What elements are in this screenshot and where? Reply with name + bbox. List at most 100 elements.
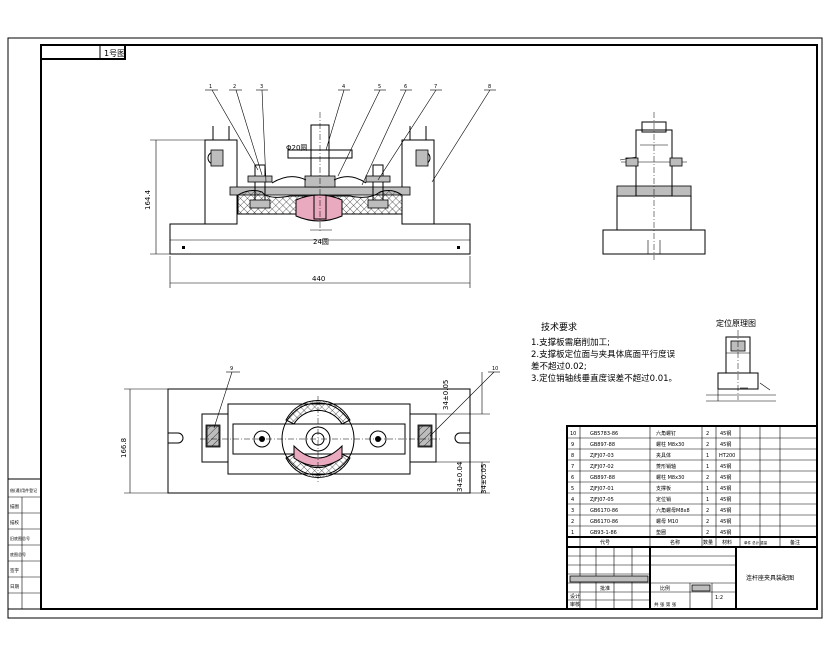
bom-qty-1: 2 (706, 530, 709, 536)
bom-code-6: GB897-88 (590, 475, 615, 481)
bom-no-8: 8 (571, 453, 574, 459)
balloon-5: 5 (378, 84, 381, 90)
bom-mat-3: 45钢 (720, 507, 731, 514)
bom-name-6: 螺柱 M8x30 (656, 474, 684, 481)
bom-qty-7: 1 (706, 464, 709, 470)
balloon-9: 9 (230, 366, 233, 372)
bom-mat-7: 45钢 (720, 463, 731, 470)
balloon-1: 1 (209, 84, 212, 90)
bom-header-mat: 材料 (722, 539, 732, 546)
bom-header-remark: 备注 (790, 539, 800, 546)
bom-mat-10: 45钢 (720, 430, 731, 437)
strip-item-6: 签字 (10, 567, 19, 574)
outer-border (7, 37, 823, 619)
bom-name-10: 六角螺钉 (656, 430, 676, 437)
tech-title: 技术要求 (541, 321, 577, 333)
bom-mat-1: 45钢 (720, 529, 731, 536)
bom-name-9: 螺柱 M8x30 (656, 441, 684, 448)
bom-header-weight: 单件 总计 重量 (744, 540, 768, 545)
bom-code-3: GB6170-86 (590, 508, 618, 514)
tb-checker: 审核 (570, 601, 580, 608)
bom-code-9: GB897-88 (590, 442, 615, 448)
top-height-dim: 166.8 (120, 438, 128, 458)
bom-no-1: 1 (571, 530, 574, 536)
bom-no-7: 7 (571, 464, 574, 470)
principle-diagram: 定位原理图 (706, 318, 776, 402)
front-view: 1 2 3 4 5 6 7 8 164.4 440 Φ20圆 24圆 (144, 84, 496, 288)
bom-table: 10 GB5783-86 六角螺钉 2 45钢 9 GB897-88 螺柱 M8… (566, 425, 818, 548)
strip-item-5: 底图总号 (10, 551, 26, 557)
bom-qty-9: 2 (706, 442, 709, 448)
bom-header-name: 名称 (670, 539, 680, 546)
bom-code-10: GB5783-86 (590, 431, 618, 437)
bom-no-3: 3 (571, 508, 574, 514)
top-view: 9 10 166.8 34±0.05 34±0.04 34±0.05 (120, 366, 500, 494)
bom-name-4: 定位销 (656, 496, 671, 503)
bom-qty-4: 1 (706, 497, 709, 503)
bom-name-3: 六角螺母M8x8 (656, 507, 690, 514)
balloon-4: 4 (342, 84, 345, 90)
bom-header-code: 代号 (600, 539, 610, 546)
strip-item-2: 描图 (10, 503, 19, 510)
strip-item-3: 描校 (10, 519, 19, 526)
bom-code-4: ZJFJ07-05 (590, 497, 614, 503)
bom-code-1: GB93-1-86 (590, 530, 617, 536)
strip-item-1: 借(通)用件登记 (10, 487, 37, 493)
bom-qty-8: 1 (706, 453, 709, 459)
bom-no-2: 2 (571, 519, 574, 525)
tech-requirements: 技术要求 1.支撑板需磨削加工; 2.支撑板定位面与夹具体底面平行度误 差不超过… (531, 321, 677, 384)
bom-qty-3: 2 (706, 508, 709, 514)
tech-line-3: 差不超过0.02; (531, 361, 587, 372)
bom-no-10: 10 (570, 431, 576, 437)
bom-mat-5: 45钢 (720, 485, 731, 492)
side-view (602, 112, 706, 260)
bom-code-5: ZJFJ07-01 (590, 486, 614, 492)
bom-mat-6: 45钢 (720, 474, 731, 481)
tech-line-1: 1.支撑板需磨削加工; (531, 337, 610, 348)
tb-designer: 设计 (570, 593, 580, 600)
balloon-8: 8 (488, 84, 491, 90)
bom-no-4: 4 (571, 497, 574, 503)
bom-no-5: 5 (571, 486, 574, 492)
corner-tag: 1号图 (40, 44, 126, 60)
scale-value: 1:2 (715, 595, 723, 601)
balloon-7: 7 (434, 84, 437, 90)
top-dim-right-3: 34±0.05 (480, 464, 488, 494)
bom-mat-9: 45钢 (720, 441, 731, 448)
balloon-6: 6 (404, 84, 407, 90)
front-width-dim: 440 (312, 275, 325, 283)
sheet-count: 共 张 第 张 (654, 601, 677, 608)
bom-mat-2: 45钢 (720, 518, 731, 525)
front-hole-dim: Φ20圆 (286, 144, 307, 152)
bom-no-6: 6 (571, 475, 574, 481)
tech-line-2: 2.支撑板定位面与夹具体底面平行度误 (531, 349, 676, 360)
bom-qty-6: 2 (706, 475, 709, 481)
tech-line-4: 3.定位销轴线垂直度误差不超过0.01。 (531, 373, 677, 384)
bom-mat-4: 45钢 (720, 496, 731, 503)
bom-qty-2: 2 (706, 519, 709, 525)
front-bottom-dim: 24圆 (313, 238, 329, 246)
bom-code-2: GB6170-86 (590, 519, 618, 525)
principle-title: 定位原理图 (716, 318, 756, 328)
corner-tag-text: 1号图 (104, 49, 125, 58)
bom-name-2: 螺母 M10 (656, 518, 678, 525)
bom-qty-5: 1 (706, 486, 709, 492)
bom-name-5: 支撑板 (656, 485, 671, 492)
bom-mat-8: HT200 (719, 453, 735, 459)
front-height-dim: 164.4 (144, 189, 152, 210)
balloon-2: 2 (233, 84, 236, 90)
bom-qty-10: 2 (706, 431, 709, 437)
strip-item-4: 旧底图总号 (10, 535, 30, 541)
tb-approve: 批准 (600, 585, 610, 592)
bom-header-qty: 数量 (703, 539, 713, 546)
title-block: 连杆座夹具装配图 比例 1:2 共 张 第 张 设计 审核 批准 (566, 546, 818, 610)
left-strip: 借(通)用件登记 描图 描校 旧底图总号 底图总号 签字 日期 (7, 478, 42, 610)
balloon-10: 10 (492, 366, 498, 372)
top-dim-right-1: 34±0.05 (442, 380, 450, 410)
bom-no-9: 9 (571, 442, 574, 448)
bom-name-8: 夹具体 (656, 452, 671, 459)
drawing-name: 连杆座夹具装配图 (746, 574, 794, 582)
bom-name-1: 垫圈 (656, 529, 666, 536)
balloon-3: 3 (260, 84, 263, 90)
bom-name-7: 菱形销轴 (656, 463, 676, 470)
